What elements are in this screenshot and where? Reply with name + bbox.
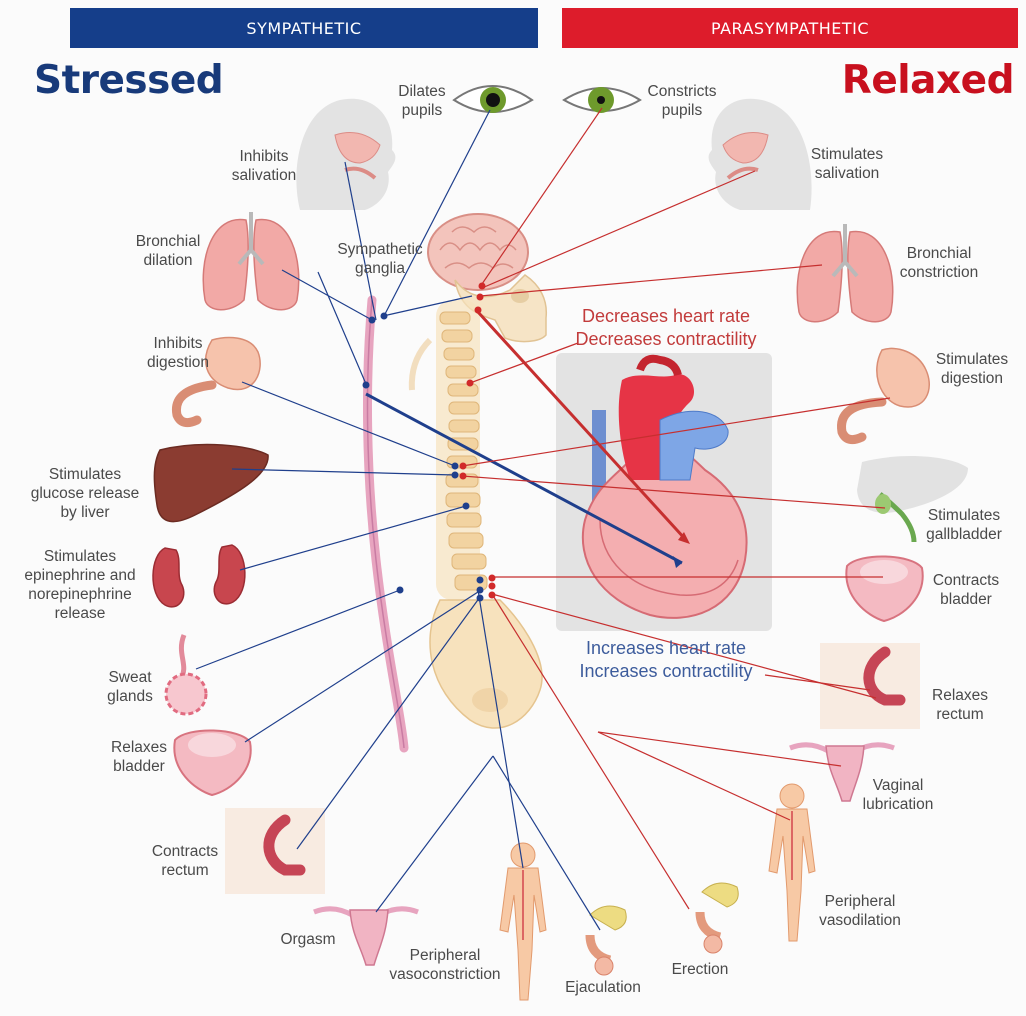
head-icon	[709, 99, 812, 210]
lungs-icon	[203, 212, 299, 310]
male-reproductive-icon	[700, 883, 738, 953]
bladder-icon	[846, 556, 922, 621]
label-erection: Erection	[662, 960, 738, 979]
brain-icon	[428, 214, 528, 290]
rectum-icon	[820, 643, 920, 729]
bladder-icon	[174, 730, 250, 795]
liver-icon	[154, 445, 268, 522]
stomach-icon	[842, 348, 930, 439]
rectum-icon	[225, 808, 325, 894]
lungs-icon	[797, 224, 893, 322]
head-icon	[296, 99, 395, 210]
label-ejaculation: Ejaculation	[556, 978, 650, 997]
eye-icon	[454, 86, 532, 113]
sweat-gland-icon	[166, 635, 206, 714]
label-orgasm: Orgasm	[276, 930, 340, 949]
kidneys-icon	[153, 545, 245, 607]
eye-icon	[564, 87, 640, 113]
male-reproductive-icon	[590, 906, 626, 975]
